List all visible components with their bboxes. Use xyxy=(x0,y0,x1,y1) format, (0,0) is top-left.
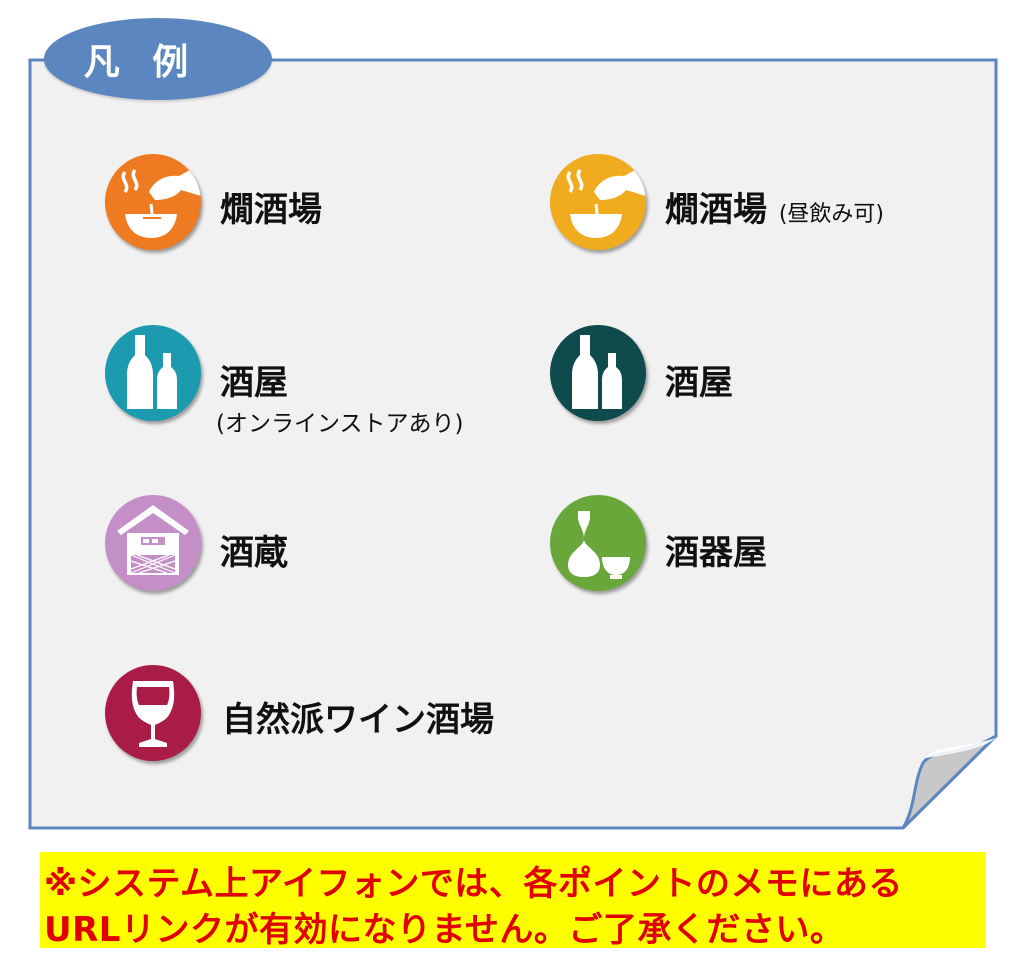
legend-label: 自然派ワイン酒場 xyxy=(222,700,494,740)
notice-line-2: URLリンクが有効になりません。ご了承ください。 xyxy=(44,910,845,950)
legend-label: 酒器屋 xyxy=(665,533,767,573)
sake-bottles-icon xyxy=(550,325,646,421)
legend-note: (昼飲み可) xyxy=(778,202,885,227)
sake-bottles-icon xyxy=(105,325,201,421)
iphone-link-notice: ※システム上アイフォンでは、各ポイントのメモにある URLリンクが有効になりませ… xyxy=(40,852,986,950)
legend-label: 燗酒場 (昼飲み可) xyxy=(665,182,884,231)
legend-note: (オンラインストアあり) xyxy=(216,411,464,437)
legend-label: 酒蔵 xyxy=(220,533,288,573)
legend-label: 酒屋 xyxy=(220,363,288,403)
legend-title: 凡 例 xyxy=(83,42,199,83)
warm-sake-pour-icon xyxy=(550,154,646,250)
legend-title-badge: 凡 例 xyxy=(44,18,272,100)
legend-label-main: 燗酒場 xyxy=(665,190,767,230)
legend-label: 酒屋 xyxy=(665,363,733,403)
notice-line-1: ※システム上アイフォンでは、各ポイントのメモにある xyxy=(44,864,903,904)
brewery-house-icon xyxy=(105,495,201,591)
wine-glass-icon xyxy=(105,665,201,761)
tokkuri-cup-icon xyxy=(550,495,646,591)
legend-card-frame xyxy=(28,58,998,830)
legend-card xyxy=(28,58,998,830)
legend-label: 燗酒場 xyxy=(220,190,322,230)
warm-sake-pour-icon xyxy=(105,154,201,250)
